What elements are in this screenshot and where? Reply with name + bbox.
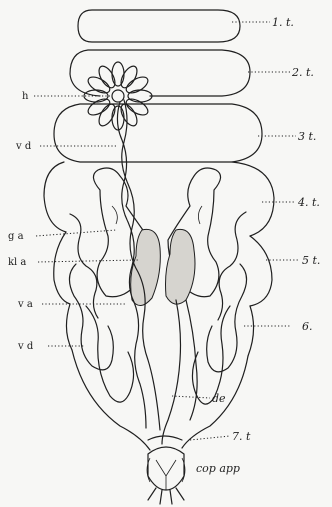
segment-4 [44, 162, 274, 236]
label-segment-1: 1. t. [272, 16, 294, 29]
label-cop-app: cop app [196, 462, 240, 475]
label-segment-3: 3 t. [298, 130, 316, 143]
label-h: h [22, 91, 29, 102]
segment-1 [78, 10, 240, 42]
label-va: v a [17, 299, 33, 310]
right-tubes [192, 212, 246, 404]
label-segment-6: 6. [302, 320, 313, 333]
label-segment-7: 7. t [232, 430, 251, 443]
label-segment-5: 5 t. [302, 254, 320, 267]
segment-5 [54, 232, 272, 306]
label-segment-4: 4. t. [297, 196, 320, 209]
ductus-ejaculatorius [162, 300, 181, 444]
label-ga: g a [8, 231, 24, 242]
label-vd-top: v d [15, 141, 32, 152]
label-de: de [212, 392, 226, 405]
label-kla: kl a [8, 257, 26, 268]
segment-7 [148, 436, 182, 440]
segment-2 [70, 50, 250, 96]
label-segment-2: 2. t. [291, 66, 314, 79]
segment-3 [54, 104, 262, 162]
label-vd-bottom: v d [17, 341, 34, 352]
